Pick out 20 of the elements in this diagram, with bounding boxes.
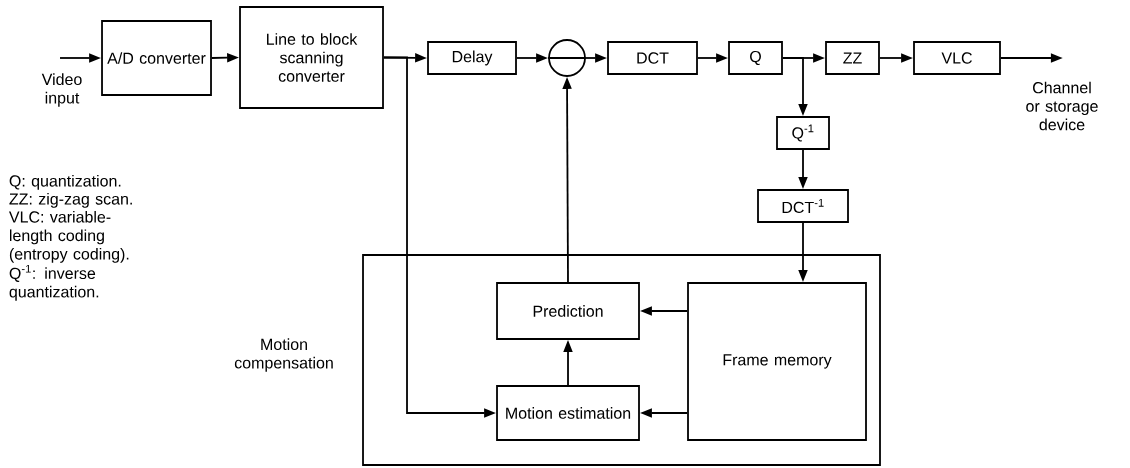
process-box: Q$^{-1}$	[776, 116, 830, 150]
subtractor-circle	[547, 39, 587, 77]
process-box: Q	[728, 41, 783, 75]
process-box: VLC	[913, 41, 1001, 75]
process-box: Prediction	[496, 282, 640, 340]
io-label: Video input	[41, 73, 82, 107]
note-text: VLC: variable-length coding (entropy coding).	[9, 210, 129, 263]
note-text: Q: quantization.	[9, 174, 121, 190]
process-box: Line to block scanning converter	[239, 6, 384, 109]
io-label: Channel or storage device	[1026, 81, 1098, 131]
process-box: Frame memory	[687, 282, 867, 441]
process-box: Motion estimation	[496, 385, 640, 441]
note-text: Q$^{-1}$: inverse quantization.	[9, 264, 99, 301]
process-box: DCT$^{-1}$	[757, 189, 849, 223]
node-label: Motion compensation	[234, 338, 333, 372]
process-box: A/D converter	[101, 20, 212, 96]
note-text: ZZ: zig-zag scan.	[9, 192, 132, 208]
process-box: DCT	[607, 41, 698, 75]
process-box: Delay	[427, 41, 517, 75]
process-box: ZZ	[825, 41, 880, 75]
